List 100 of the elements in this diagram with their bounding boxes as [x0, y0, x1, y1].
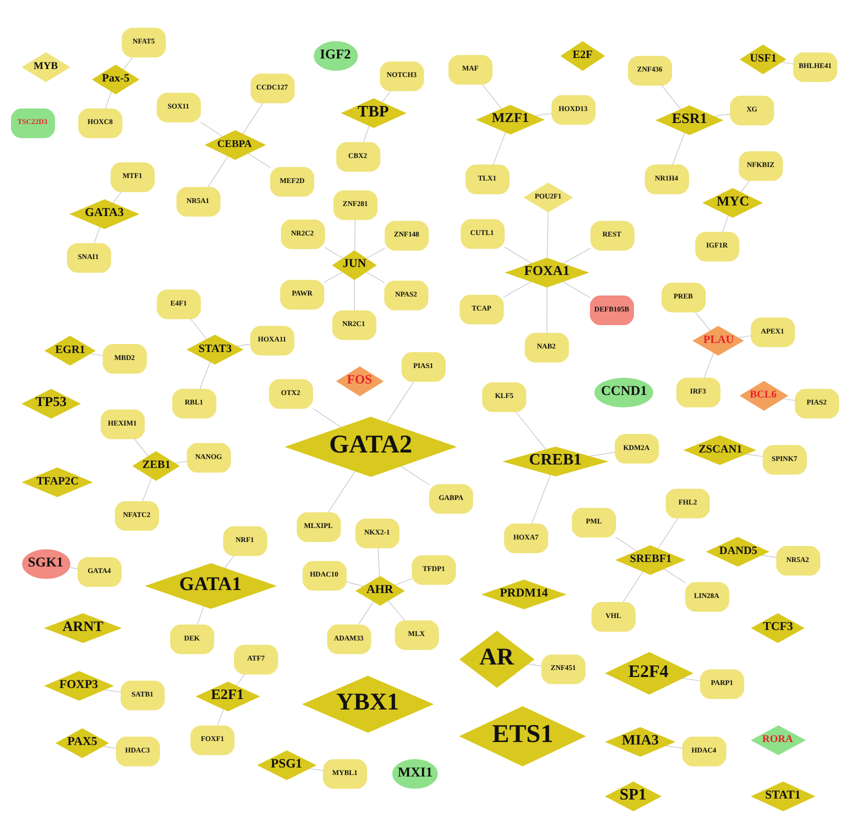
connector — [248, 152, 271, 168]
node-ellipse: IGF2 — [314, 40, 358, 70]
connector — [504, 246, 532, 264]
node-diamond: MYC — [702, 188, 763, 218]
node-diamond: TCF3 — [750, 612, 805, 642]
node-diamond: USF1 — [740, 44, 786, 74]
connector — [531, 474, 551, 524]
connector — [714, 113, 731, 116]
connector — [704, 352, 714, 378]
node-diamond: STAT1 — [750, 781, 816, 811]
connector — [528, 663, 542, 666]
connector — [482, 84, 502, 109]
connector — [346, 580, 364, 586]
connector — [224, 554, 234, 568]
node-diamond: MYB — [22, 52, 70, 82]
node-diamond: Pax-5 — [92, 64, 140, 94]
connector — [366, 247, 386, 258]
connector — [622, 570, 644, 602]
connector — [366, 271, 385, 283]
node-diamond: FOS — [336, 366, 384, 396]
connector — [378, 547, 380, 577]
node-diamond: STAT3 — [186, 334, 244, 364]
node-diamond: MIA3 — [604, 726, 676, 756]
connector — [134, 438, 149, 456]
connector — [661, 84, 682, 110]
node-diamond: SP1 — [604, 781, 662, 811]
node-diamond: PLAU — [692, 325, 744, 356]
node-diamond: ZSCAN1 — [683, 434, 756, 464]
connector — [207, 155, 228, 188]
node-diamond: TBP — [340, 98, 406, 128]
node-diamond: GATA2 — [284, 416, 457, 476]
node-diamond: ESR1 — [656, 104, 724, 135]
connector — [615, 536, 638, 552]
connector — [738, 334, 752, 338]
node-diamond: MZF1 — [476, 104, 545, 134]
connector — [658, 517, 679, 548]
node-diamond: GATA1 — [144, 562, 278, 608]
connector — [386, 380, 414, 422]
connector — [105, 90, 112, 109]
connector — [400, 465, 430, 485]
connector — [328, 470, 356, 513]
connector — [123, 56, 134, 70]
connector — [312, 408, 342, 428]
node-diamond: ETS1 — [459, 706, 586, 766]
connector — [200, 121, 223, 136]
node-diamond: FOXP3 — [44, 670, 114, 700]
connector — [102, 745, 117, 748]
connector — [358, 600, 374, 624]
connector — [324, 271, 343, 282]
node-diamond: CEBPA — [204, 130, 266, 160]
connector — [546, 286, 548, 334]
node-diamond: YBX1 — [302, 675, 434, 732]
connector — [503, 280, 532, 298]
node-diamond: PRDM14 — [481, 579, 567, 609]
connector — [90, 352, 104, 356]
connector — [142, 476, 152, 502]
node-diamond: EGR1 — [44, 335, 96, 366]
connector — [672, 132, 686, 165]
connector — [354, 218, 356, 251]
connector — [190, 318, 208, 340]
node-diamond: RORA — [750, 724, 806, 755]
node-diamond: PSG1 — [257, 750, 316, 780]
connector — [236, 343, 251, 346]
node-diamond: FOXA1 — [504, 257, 590, 287]
node-ellipse: MXI1 — [392, 758, 438, 788]
connector — [515, 410, 546, 450]
node-diamond: E2F4 — [605, 652, 694, 694]
connector — [394, 578, 412, 586]
node-diamond: TP53 — [22, 388, 81, 418]
connector — [722, 214, 729, 232]
connector — [174, 460, 188, 463]
node-diamond: JUN — [332, 250, 377, 280]
connector — [324, 246, 344, 258]
connector — [236, 673, 246, 686]
connector — [682, 677, 701, 681]
node-diamond: E2F — [560, 40, 606, 70]
connector — [546, 211, 548, 258]
connector — [94, 226, 100, 244]
node-diamond: CREB1 — [502, 446, 609, 476]
connector — [695, 311, 711, 331]
connector — [308, 768, 324, 771]
node-diamond: AHR — [355, 576, 405, 606]
connector — [781, 61, 794, 64]
connector — [363, 124, 370, 142]
node-ellipse: SGK1 — [22, 548, 70, 578]
node-diamond: SREBF1 — [615, 544, 686, 574]
connector — [665, 744, 683, 748]
connector — [104, 688, 122, 692]
node-diamond: AR — [459, 630, 534, 688]
connector — [200, 361, 211, 390]
node-diamond: GATA3 — [69, 198, 140, 228]
node-diamond: ZEB1 — [132, 450, 180, 480]
node-diamond: E2F1 — [196, 681, 260, 711]
connector — [388, 600, 406, 620]
connector — [746, 453, 764, 456]
connector — [663, 568, 686, 583]
connector — [562, 280, 591, 298]
connector — [112, 190, 122, 203]
connector — [740, 180, 750, 192]
connector — [760, 554, 777, 558]
